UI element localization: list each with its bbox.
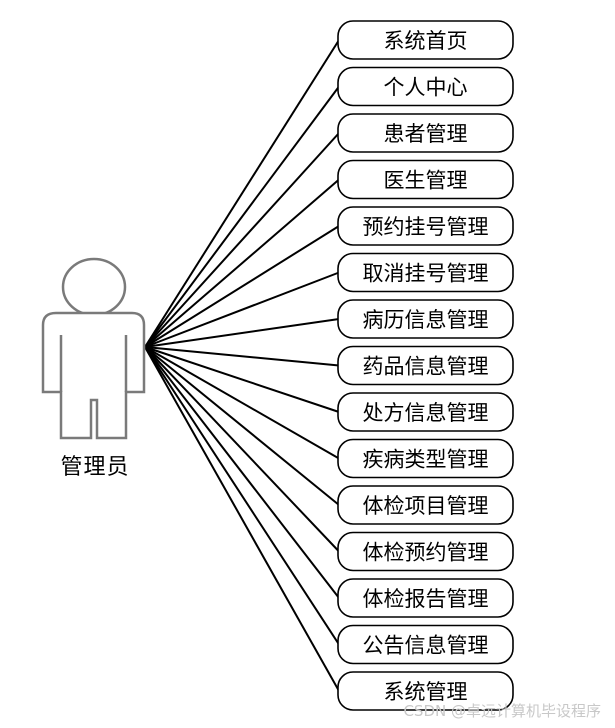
use-case-label: 系统首页 [384,29,468,53]
use-case-box [337,20,514,60]
use-case-label: 药品信息管理 [363,355,489,379]
use-case-box [337,206,514,246]
use-case-label: 体检预约管理 [363,541,489,565]
use-case: 系统管理 [337,671,514,711]
association-line [144,346,340,553]
watermark: CSDN @卓远计算机毕设程序 [403,702,601,720]
use-case-box [337,578,514,618]
use-case-box [337,671,514,711]
association-line [144,85,340,348]
association-line [144,346,340,460]
use-case-box [337,66,514,107]
use-case-label: 病历信息管理 [363,308,489,332]
use-case-box [337,299,514,339]
use-case: 取消挂号管理 [337,252,514,293]
use-case: 体检报告管理 [337,578,514,618]
use-case-label: 体检项目管理 [363,494,489,518]
use-case-label: 处方信息管理 [363,401,489,425]
use-case-label: 体检报告管理 [363,587,489,611]
use-case-label: 患者管理 [384,122,468,146]
association-line [144,346,340,599]
use-case-box [337,485,514,525]
use-case-box [337,624,514,665]
actor-figure [41,257,146,440]
association-line [144,39,340,348]
use-case: 个人中心 [337,66,514,107]
association-line [144,271,340,348]
use-case-box [337,392,514,432]
use-case: 系统首页 [337,20,514,60]
use-case-box [337,252,514,293]
use-case-list: 系统首页个人中心患者管理医生管理预约挂号管理取消挂号管理病历信息管理药品信息管理… [337,20,514,711]
association-lines [144,39,340,692]
use-case: 疾病类型管理 [337,438,514,479]
actor-body [41,311,146,440]
use-case-box [337,438,514,479]
association-line [144,346,340,692]
actor-head [61,257,127,317]
use-case: 处方信息管理 [337,392,514,432]
association-line [144,132,340,348]
use-case-label: 个人中心 [384,76,468,100]
association-line [144,346,340,506]
association-line [144,318,340,348]
use-case: 药品信息管理 [337,345,514,386]
use-case-label: 医生管理 [384,169,468,193]
association-line [144,346,340,413]
use-case: 体检项目管理 [337,485,514,525]
use-case: 体检预约管理 [337,531,514,572]
use-case-label: 预约挂号管理 [363,215,489,239]
use-case: 公告信息管理 [337,624,514,665]
use-case: 预约挂号管理 [337,206,514,246]
use-case-box [337,531,514,572]
use-case: 患者管理 [337,113,514,153]
use-case-box [337,113,514,153]
use-case-box [337,159,514,200]
use-case: 医生管理 [337,159,514,200]
association-line [144,346,340,646]
association-line [144,346,340,367]
use-case-label: 系统管理 [384,680,468,704]
use-case-box [337,345,514,386]
use-case-label: 疾病类型管理 [363,448,489,472]
actor-label: 管理员 [60,455,130,480]
association-line [144,225,340,348]
use-case-label: 取消挂号管理 [363,262,489,286]
use-case-label: 公告信息管理 [363,634,489,658]
association-line [144,178,340,348]
use-case: 病历信息管理 [337,299,514,339]
